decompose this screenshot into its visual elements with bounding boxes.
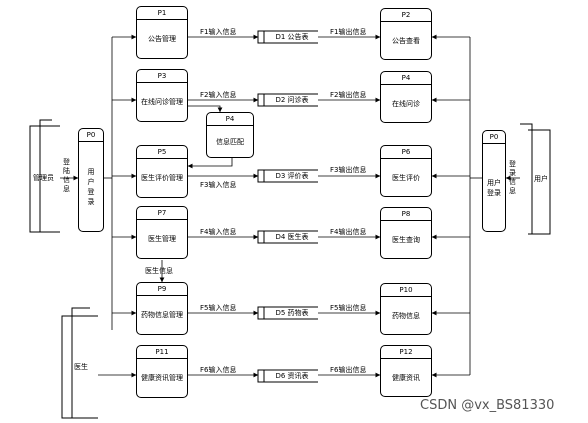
process-id: P11: [137, 347, 187, 359]
store-d5: D5 药物表: [275, 309, 309, 317]
process-p8: P8 医生查询: [380, 207, 432, 259]
process-p2: P2 公告查看: [380, 8, 432, 60]
flow-label-f6-out: F6输出信息: [330, 366, 367, 374]
process-p5: P5 医生评价管理: [136, 145, 188, 198]
process-p9: P9 药物信息管理: [136, 282, 188, 335]
process-name: 健康资讯管理: [141, 374, 183, 382]
process-p0-left: P0 用户登录: [78, 128, 104, 232]
process-name: 在线问诊管理: [141, 98, 183, 106]
flow-lines: [60, 34, 520, 378]
process-name: 健康资讯: [392, 373, 420, 382]
process-name: 医生评价管理: [141, 174, 183, 182]
process-p1: P1 公告管理: [136, 6, 188, 59]
flow-label-f1-out: F1输出信息: [330, 28, 367, 36]
process-p4-match: P4 信息匹配: [206, 112, 254, 158]
process-id: P2: [381, 10, 431, 22]
flow-label-f4-out: F4输出信息: [330, 228, 367, 236]
store-d4: D4 医生表: [275, 233, 309, 241]
flow-label-f4-in: F4输入信息: [200, 228, 237, 236]
process-id: P6: [381, 147, 431, 159]
process-name: 药物信息管理: [141, 311, 183, 319]
flow-label-f1-in: F1输入信息: [200, 28, 237, 36]
store-d2: D2 问诊表: [275, 96, 309, 104]
watermark: CSDN @vx_BS81330: [420, 398, 555, 413]
process-p7: P7 医生管理: [136, 206, 188, 259]
process-p3: P3 在线问诊管理: [136, 69, 188, 122]
admin-entity-frame: [29, 119, 60, 233]
process-id: P4: [381, 73, 431, 85]
process-name: 在线问诊: [392, 99, 420, 108]
process-id: P12: [381, 347, 431, 359]
user-entity-frame: [520, 123, 551, 235]
flow-label-f2-in: F2输入信息: [200, 91, 237, 99]
flow-label-f2-out: F2输出信息: [330, 91, 367, 99]
process-id: P0: [79, 130, 103, 142]
process-name: 公告管理: [148, 35, 176, 43]
admin-entity: 管理员: [33, 174, 54, 182]
process-id: P9: [137, 284, 187, 296]
process-id: P10: [381, 285, 431, 297]
doctor-entity-frame: [61, 307, 98, 419]
process-p10: P10 药物信息: [380, 283, 432, 335]
process-id: P0: [483, 132, 505, 144]
flow-label-login-left: 登陆信息: [63, 158, 70, 193]
process-name: 药物信息: [392, 311, 420, 320]
flow-label-f5-out: F5输出信息: [330, 304, 367, 312]
process-name: 医生评价: [392, 173, 420, 182]
flow-label-f6-in: F6输入信息: [200, 366, 237, 374]
flow-label-f3-in: F3输入信息: [200, 181, 237, 189]
process-name: 医生管理: [148, 235, 176, 243]
process-id: P8: [381, 209, 431, 221]
process-p12: P12 健康资讯: [380, 345, 432, 397]
flow-label-doctor-info: 医生信息: [145, 267, 173, 275]
process-p11: P11 健康资讯管理: [136, 345, 188, 398]
flow-label-f5-in: F5输入信息: [200, 304, 237, 312]
process-name: 用户登录: [487, 178, 501, 197]
store-d3: D3 评价表: [275, 172, 309, 180]
user-entity: 用户: [534, 175, 548, 183]
store-d6: D6 资讯表: [275, 372, 309, 380]
process-id: P3: [137, 71, 187, 83]
process-id: P4: [207, 114, 253, 126]
flow-label-login-right: 登录信息: [509, 160, 516, 195]
process-p0-right: P0 用户登录: [482, 130, 506, 232]
process-id: P5: [137, 147, 187, 159]
process-p4: P4 在线问诊: [380, 71, 432, 123]
process-id: P7: [137, 208, 187, 220]
store-d1: D1 公告表: [275, 33, 309, 41]
process-name: 信息匹配: [216, 137, 244, 146]
store-shapes: [257, 30, 318, 383]
doctor-entity: 医生: [74, 363, 88, 371]
process-p6: P6 医生评价: [380, 145, 432, 197]
process-name: 用户登录: [87, 167, 95, 206]
process-name: 公告查看: [392, 36, 420, 45]
flow-label-f3-out: F3输出信息: [330, 166, 367, 174]
process-name: 医生查询: [392, 235, 420, 244]
process-id: P1: [137, 8, 187, 20]
